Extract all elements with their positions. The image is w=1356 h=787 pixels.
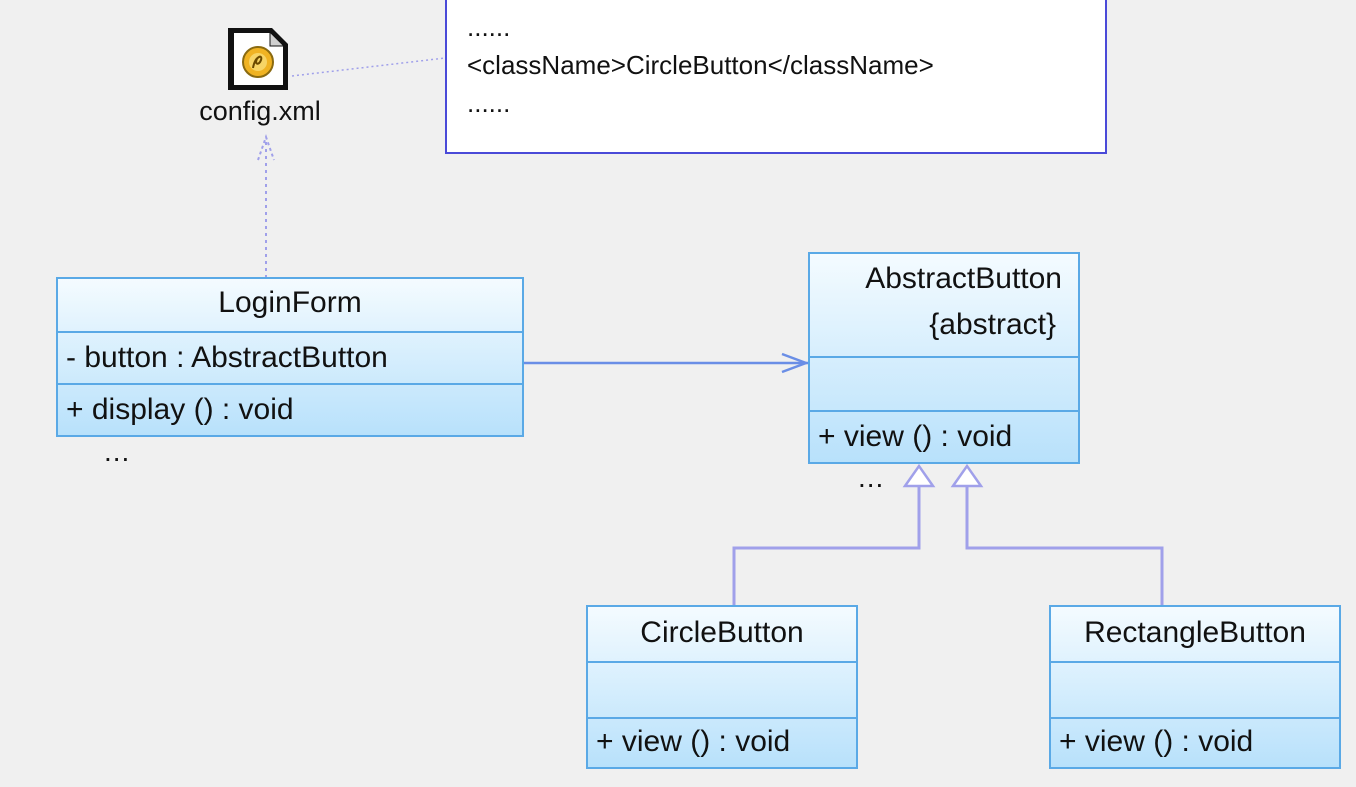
class-operation: + view () : void [818,420,1013,453]
class-stereotype: {abstract} [929,308,1056,341]
class-name: AbstractButton [865,262,1062,295]
class-operation: + view () : void [596,725,791,758]
inheritance-triangle-rectangle [950,463,984,488]
class-loginform: LoginForm - button : AbstractButton + di… [56,277,524,437]
note-line: <className>CircleButton</className> [467,50,934,80]
class-ellipsis: ... [104,436,131,467]
note-line: ...... [467,12,511,42]
dependency-arrowhead [257,133,275,161]
class-name: LoginForm [218,286,362,319]
note-link-line [291,57,446,77]
association-arrowhead [781,352,810,374]
class-attribute: - button : AbstractButton [66,341,388,374]
class-operation: + view () : void [1059,725,1254,758]
config-file-label: config.xml [199,96,321,126]
config-note: ...... <className>CircleButton</classNam… [445,0,1107,154]
class-name: CircleButton [640,616,804,649]
note-line: ...... [467,88,511,118]
class-circlebutton: CircleButton + view () : void [586,605,858,769]
xml-file-icon [228,28,288,90]
class-rectanglebutton: RectangleButton + view () : void [1049,605,1341,769]
class-name: RectangleButton [1084,616,1306,649]
inheritance-line-circle [732,486,921,606]
class-operation: + display () : void [66,393,294,426]
inheritance-line-rectangle [965,486,1164,606]
class-abstractbutton: AbstractButton {abstract} + view () : vo… [808,252,1080,464]
class-ellipsis: ... [858,462,885,493]
inheritance-triangle-circle [902,463,936,488]
